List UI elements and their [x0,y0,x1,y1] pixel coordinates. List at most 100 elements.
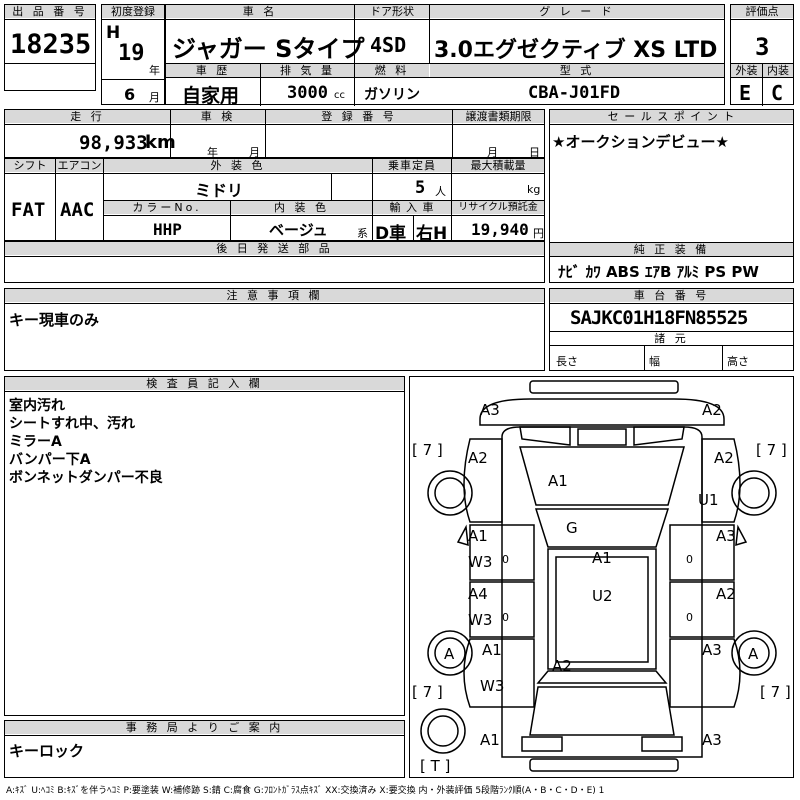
inspection-year-unit: 年 [207,146,218,159]
mileage-box: 走 行 車 検 登 録 番 号 譲渡書類期限 98,933 km 年 月 月 日 [4,109,545,159]
first-reg-box: 初度登録 H 19 年 6 月 [101,4,165,105]
grade-label: グ レ ー ド [430,5,724,18]
car-name-box: 車 名 ドア形状 グ レ ー ド ジャガー Sタイプ 4SD 3.0エグゼクティ… [165,4,725,107]
capacity-unit: 人 [435,185,446,198]
damage-mark: A2 [714,449,734,467]
first-reg-era: H [106,23,121,43]
lot-label: 出 品 番 号 [5,5,95,18]
history: 自家用 [182,85,240,107]
damage-mark: A1 [480,731,500,749]
damage-mark: A1 [482,641,502,659]
inspection-month-unit: 月 [249,146,260,159]
car-name-label: 車 名 [166,5,354,18]
first-reg-label: 初度登録 [102,5,164,18]
chassis-box: 車 台 番 号 SAJKC01H18FN85525 諸 元 長さ 幅 高さ [549,288,794,371]
office-note: キーロック [9,742,85,760]
spec-box: シフト エアコン 外 装 色 乗車定員 最大積載量 FAT AAC ミドリ 5 … [4,158,545,244]
fuel-label: 燃 料 [355,64,429,77]
tire-spare: [ T ] [420,757,451,775]
import-label: 輸 入 車 [373,201,451,214]
dims-label: 諸 元 [550,332,793,345]
inspector-label: 検 査 員 記 入 欄 [5,377,404,390]
shift: FAT [11,199,46,221]
equipment-label: 純 正 装 備 [550,243,793,256]
color-no: HHP [153,220,182,239]
damage-mark: G [566,519,578,537]
inspector-note: 室内汚れ [9,398,65,414]
damage-mark: W3 [468,553,493,571]
exterior-grade: E [739,81,752,105]
sales-point-label: セ ー ル ス ポ イ ン ト [550,110,793,123]
color-no-label: カラーNo. [104,201,230,214]
damage-mark: A2 [716,585,736,603]
tire-left-bottom: [ 7 ] [412,683,443,701]
inspector-note: シートすれ中、汚れ [9,416,135,432]
import-type: D車 [375,224,407,244]
damage-mark: A3 [480,401,500,419]
inspector-note: ボンネットダンパー不良 [9,470,163,486]
damage-mark: A1 [592,549,612,567]
displacement-unit: cc [334,90,345,101]
car-name: ジャガー Sタイプ [172,35,365,63]
height-label: 高さ [727,355,749,368]
inspection-label: 車 検 [171,110,265,123]
length-label: 長さ [556,355,578,368]
chassis-number: SAJKC01H18FN85525 [570,307,748,329]
mileage-unit: km [145,132,176,153]
year-unit: 年 [149,64,160,77]
damage-mark: A2 [552,657,572,675]
damage-mark: A [444,645,455,663]
chassis-label: 車 台 番 号 [550,289,793,302]
inspector-box: 検 査 員 記 入 欄 室内汚れ シートすれ中、汚れ ミラーA バンパー下A ボ… [4,376,405,716]
ac-label: エアコン [56,159,103,172]
office-box: 事 務 局 よ り ご 案 内 キーロック [4,720,405,778]
interior-grade: C [771,81,784,105]
mileage-label: 走 行 [5,110,170,123]
equipment: ﾅﾋﾞ ｶﾜ ABS ｴｱB ｱﾙﾐ PS PW [558,263,759,281]
first-reg-month: 6 [124,85,136,104]
office-label: 事 務 局 よ り ご 案 内 [5,721,404,734]
interior-grade-label: 内装 [763,64,793,77]
tire-right-bottom: [ 7 ] [760,683,791,701]
transfer-month-unit: 月 [487,146,498,159]
damage-mark: A [748,645,759,663]
ext-color: ミドリ [195,181,244,200]
damage-mark: 0 [686,611,693,624]
max-load-unit: kg [527,183,541,196]
capacity-label: 乗車定員 [373,159,451,172]
exterior-grade-label: 外装 [731,64,762,77]
history-label: 車 歴 [166,64,260,77]
damage-mark: A2 [468,449,488,467]
int-color-label: 内 装 色 [231,201,372,214]
recycle-label: リサイクル預託金 [452,201,544,214]
car-outline-drawing [420,380,777,772]
inspector-note: ミラーA [9,434,62,450]
model: CBA-J01FD [528,83,621,103]
score-box: 評価点 3 外装 内装 E C [730,4,794,106]
legend: A:ｷｽﾞ U:ﾍｺﾐ B:ｷｽﾞを伴うﾍｺﾐ P:要塗装 W:補修跡 S:錆 … [6,786,605,796]
shift-label: シフト [5,159,55,172]
damage-mark: A4 [468,585,488,603]
steering: 右H [416,224,448,244]
damage-mark: A3 [702,641,722,659]
score-label: 評価点 [731,5,793,18]
transfer-day-unit: 日 [529,146,540,159]
ac: AAC [60,199,95,221]
damage-mark: 0 [502,553,509,566]
ext-color-label: 外 装 色 [104,159,372,172]
notes: キー現車のみ [9,311,100,329]
lot-box: 出 品 番 号 18235 [4,4,96,91]
int-color: ベージュ [269,221,328,239]
reg-number-label: 登 録 番 号 [266,110,452,123]
recycle-unit: 円 [533,227,544,240]
damage-mark: W3 [480,677,505,695]
door-label: ドア形状 [355,5,429,18]
damage-mark: W3 [468,611,493,629]
mileage: 98,933 [79,132,148,154]
grade: 3.0エグゼクティブ XS LTD [434,38,718,63]
lot-number: 18235 [10,29,92,60]
model-label: 型 式 [430,64,724,77]
car-diagram: [ 7 ] [ 7 ] [ 7 ] [ 7 ] [ T ] A3 A2 A2 A… [409,376,794,778]
displacement-label: 排 気 量 [261,64,354,77]
fuel: ガソリン [364,87,420,103]
